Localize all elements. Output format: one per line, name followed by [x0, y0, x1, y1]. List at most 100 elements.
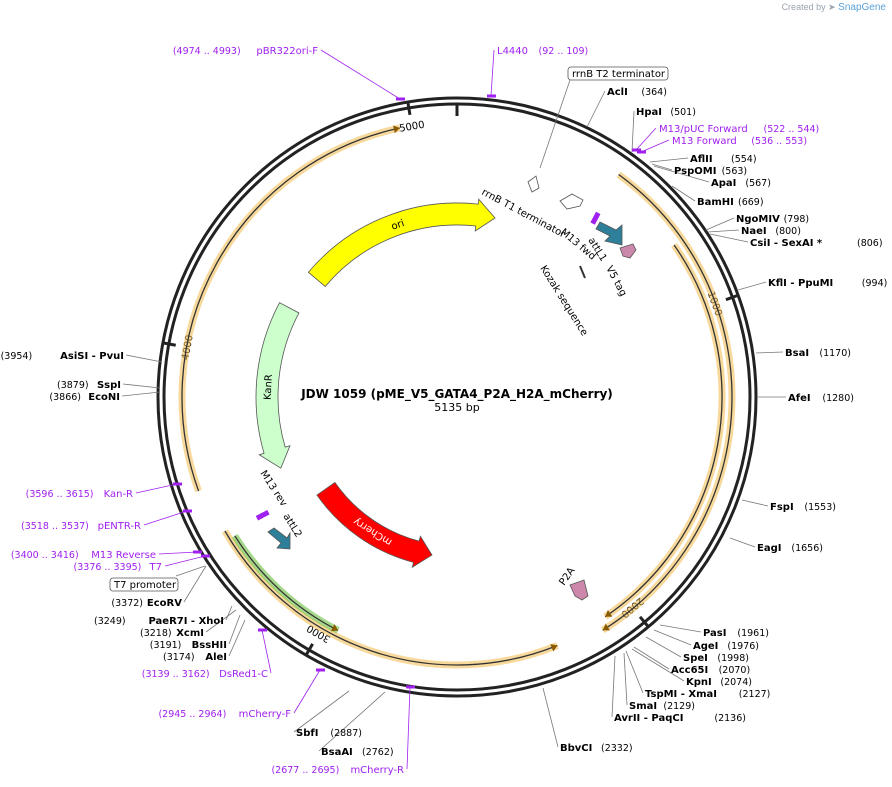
- enzyme-bamhi-name: BamHI: [697, 197, 734, 208]
- kan-orange-track-arrow: [393, 125, 400, 134]
- enzyme-sbfi-name: SbfI: [296, 728, 318, 739]
- enzyme-alei-name: AleI: [205, 652, 227, 663]
- primer-m13-forward-range: (536 .. 553): [751, 136, 807, 147]
- primer-pentr-r-name: pENTR-R: [98, 521, 141, 532]
- enzyme-csii-sexai-position: (806): [857, 238, 883, 249]
- mcherry-feature[interactable]: [316, 481, 433, 569]
- enzyme-acc65i-position: (2070): [719, 665, 751, 676]
- snapgene-logo-icon: ➤: [828, 2, 836, 12]
- primer-m13-reverse-range: (3400 .. 3416): [11, 550, 79, 561]
- enzyme-eagi-position: (1656): [791, 543, 823, 554]
- enzyme-acli-position: (364): [641, 87, 667, 98]
- enzyme-tspmi-xmai-leader: [625, 650, 644, 694]
- enzyme-fspi-leader: [741, 499, 769, 507]
- primer-pentr-r-range: (3518 .. 3537): [21, 521, 89, 532]
- enzyme-eagi-leader: [729, 537, 756, 548]
- rrnb-t2-leader: [539, 79, 571, 169]
- enzyme-fspi-name: FspI: [770, 502, 794, 513]
- enzyme-sspi-position: (3879): [57, 380, 89, 391]
- enzyme-acli-leader: [586, 90, 606, 128]
- enzyme-agei-name: AgeI: [693, 641, 718, 652]
- enzyme-acc65i-leader: [633, 646, 670, 670]
- enzyme-pspomi-name: PspOMI: [674, 166, 716, 177]
- v5-tag-label: V5 tag: [603, 264, 628, 298]
- tick-5000: [406, 101, 412, 116]
- primer-mcherry-f-range: (2945 .. 2964): [158, 709, 226, 720]
- enzyme-bsai-name: BsaI: [785, 348, 809, 359]
- v5-tag-feature[interactable]: [619, 243, 637, 259]
- rrnb-t1-terminator-feature[interactable]: [559, 193, 584, 210]
- enzyme-acc65i-name: Acc65I: [671, 665, 708, 676]
- t7-promoter-box: [109, 577, 179, 592]
- rrnb-t2-terminator-feature[interactable]: [527, 175, 540, 193]
- primer-m13-puc-forward-range: (522 .. 544): [764, 124, 820, 135]
- enzyme-kfli-ppumi-position: (994): [862, 278, 888, 289]
- primer-pbr322ori-f-mark: [396, 97, 405, 101]
- kan-orange-track-line: [181, 127, 400, 492]
- enzyme-ecorv-name: EcoRV: [147, 598, 182, 609]
- enzyme-naei-position: (800): [775, 226, 801, 237]
- m13-fwd-mark: [590, 211, 601, 225]
- enzyme-smai-position: (2129): [663, 701, 695, 712]
- kanr-feature[interactable]: [255, 302, 300, 469]
- enzyme-xcmi-name: XcmI: [176, 628, 204, 639]
- enzyme-spei-position: (1998): [717, 653, 749, 664]
- enzyme-aflii-position: (554): [731, 154, 757, 165]
- attl1-feature[interactable]: [595, 221, 623, 246]
- enzyme-bsai-position: (1170): [819, 348, 851, 359]
- primer-l4440-range: (92 .. 109): [539, 46, 589, 57]
- enzyme-bamhi-leader: [671, 185, 696, 202]
- enzyme-asisi-pvui-position: (3954): [1, 351, 33, 362]
- enzyme-kfli-ppumi-name: KflI - PpuMI: [768, 278, 833, 289]
- primer-m13-puc-forward-leader: [635, 127, 657, 151]
- t7-promoter-label: T7 promoter: [113, 580, 177, 591]
- h2a-orange-track-arrow: [550, 644, 558, 652]
- enzyme-bbvci-leader: [542, 687, 559, 748]
- enzyme-fspi-position: (1553): [804, 502, 836, 513]
- enzyme-naei-leader: [707, 229, 740, 233]
- primer-t7-name: T7: [149, 562, 162, 573]
- h2a-green-track: [231, 533, 340, 634]
- enzyme-bsaai-position: (2762): [362, 747, 394, 758]
- enzyme-apai-position: (567): [745, 178, 771, 189]
- enzyme-spei-leader: [645, 636, 682, 658]
- primer-dsred1-c-range: (3139 .. 3162): [142, 669, 210, 680]
- h2a-green-track-arrow: [330, 624, 339, 632]
- enzyme-avrii-paqci-leader: [611, 655, 616, 718]
- m13-rev-label: M13 rev: [257, 469, 288, 509]
- primer-l4440-leader: [490, 49, 495, 97]
- enzyme-sbfi-position: (2887): [330, 728, 362, 739]
- enzyme-agei-leader: [653, 629, 692, 646]
- primer-pentr-r-leader: [143, 510, 188, 526]
- primer-t7-leader: [164, 555, 206, 567]
- tick-4000: [162, 341, 176, 347]
- primer-kan-r-leader: [135, 483, 178, 494]
- enzyme-eagi-name: EagI: [757, 543, 781, 554]
- enzyme-kpni-leader: [631, 648, 685, 682]
- primer-mcherry-r-leader: [406, 686, 411, 770]
- enzyme-naei-name: NaeI: [741, 226, 767, 237]
- enzyme-hpai-name: HpaI: [636, 107, 662, 118]
- plasmid-length: 5135 bp: [434, 401, 479, 414]
- ori-feature[interactable]: [307, 198, 496, 288]
- ori-feature-label: ori: [390, 218, 406, 233]
- primer-mcherry-r-range: (2677 .. 2695): [271, 765, 339, 776]
- enzyme-acli-name: AclI: [607, 87, 628, 98]
- enzyme-econi-position: (3866): [49, 392, 81, 403]
- p2a-feature[interactable]: [569, 579, 589, 601]
- enzyme-csii-sexai-name: CsiI - SexAI *: [750, 238, 823, 249]
- enzyme-bsai-leader: [755, 351, 784, 354]
- m13-rev-mark: [255, 509, 270, 521]
- primer-pentr-r-mark: [183, 509, 192, 513]
- primer-m13-puc-forward-name: M13/pUC Forward: [659, 124, 748, 135]
- enzyme-pasi-leader: [659, 624, 702, 633]
- primer-l4440-name: L4440: [497, 46, 528, 57]
- attl2-feature[interactable]: [267, 527, 291, 550]
- snapgene-branding: Created by ➤ SnapGene: [782, 2, 886, 13]
- primer-m13-forward-leader: [640, 139, 670, 153]
- primer-mcherry-f-mark: [316, 668, 325, 672]
- enzyme-ecorv-position: (3372): [111, 598, 143, 609]
- enzyme-spei-name: SpeI: [683, 653, 708, 664]
- enzyme-asisi-pvui-leader: [125, 354, 163, 363]
- enzyme-paer7i-xhoi-leader: [225, 605, 233, 621]
